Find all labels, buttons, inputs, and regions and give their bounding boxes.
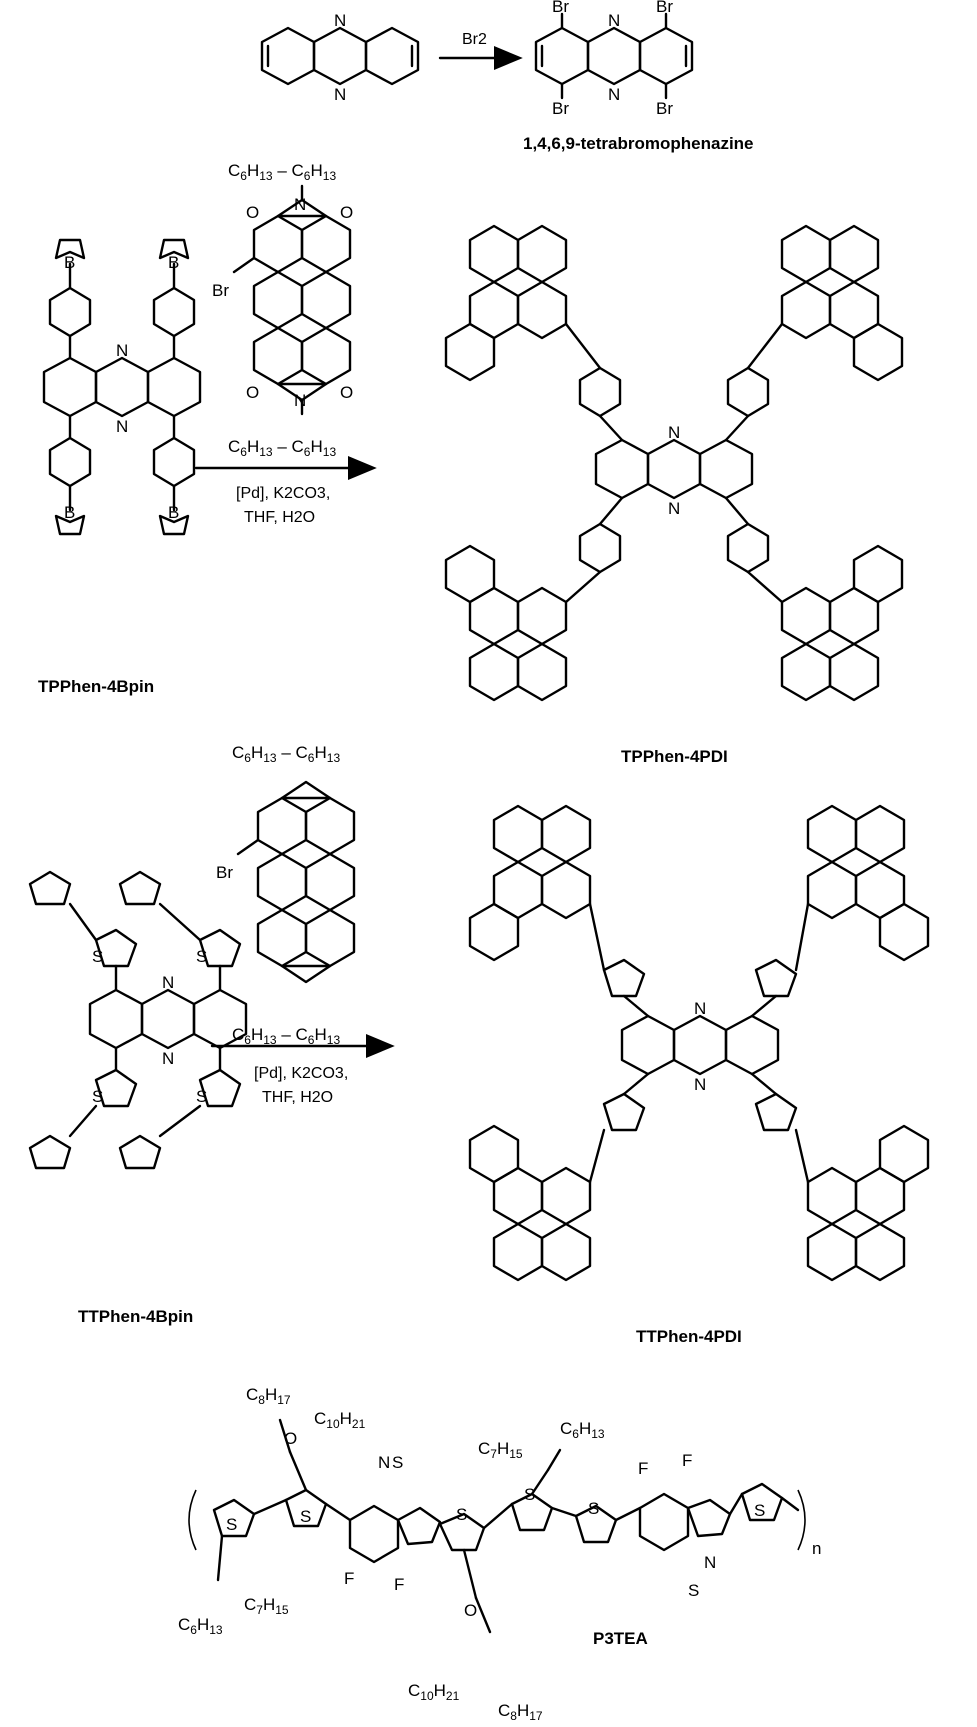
reactant-name-tpphen-4bpin: TPPhen-4Bpin xyxy=(38,677,154,696)
reagent-br2: Br2 xyxy=(462,31,487,48)
br-label-1: Br xyxy=(552,0,569,16)
p3tea-btz-n-2: N xyxy=(704,1553,716,1572)
p3tea-s-2: S xyxy=(300,1507,311,1526)
polymer-name-p3tea: P3TEA xyxy=(593,1629,648,1648)
conditions-3-line-2: THF, H2O xyxy=(262,1089,333,1106)
p3tea-side-chain-c8h17-bottom: C8H17 xyxy=(498,1701,543,1723)
n-label-ttphen-top: N xyxy=(162,973,174,992)
p3tea-repeat-n: n xyxy=(812,1539,821,1558)
br-label-3: Br xyxy=(552,99,569,118)
p3tea-f-4: F xyxy=(682,1451,692,1470)
p3tea-side-chain-c10h21-top: C10H21 xyxy=(314,1409,366,1431)
n-label-tpphen-top: N xyxy=(116,341,128,360)
pdi1-n-top: N xyxy=(294,195,306,214)
pdi1-alkyl-top: C6H13 ‒ C6H13 xyxy=(228,161,336,183)
p3tea-ester-o-bottom: O xyxy=(464,1601,477,1620)
p3tea-polymer xyxy=(188,1418,806,1634)
ttphen-4bpin-molecule xyxy=(28,870,248,1170)
boron-label-1: B xyxy=(64,253,75,272)
p3tea-s-5: S xyxy=(588,1499,599,1518)
pdi1-o-1: O xyxy=(246,203,259,222)
thiophene-s-4: S xyxy=(196,1087,207,1106)
p3tea-side-chain-c10h21-bottom: C10H21 xyxy=(408,1681,460,1703)
boron-label-2: B xyxy=(168,253,179,272)
phenazine-n-bottom: N xyxy=(334,85,346,104)
ttphen-pdi-n-bottom: N xyxy=(694,1075,706,1094)
p3tea-btz-s-2: S xyxy=(688,1581,699,1600)
p3tea-side-chain-c8h17-top: C8H17 xyxy=(246,1385,291,1407)
pdi1-alkyl-bottom: C6H13 ‒ C6H13 xyxy=(228,437,336,459)
phenazine-molecule xyxy=(260,26,420,86)
n-label-top: N xyxy=(608,11,620,30)
pdi2-alkyl-bottom: C6H13 ‒ C6H13 xyxy=(232,1025,340,1047)
p3tea-side-chain-c6h13-top: C6H13 xyxy=(560,1419,605,1441)
tpphen-pdi-n-top: N xyxy=(668,423,680,442)
p3tea-side-chain-c7h15-bottom: C7H15 xyxy=(244,1595,289,1617)
n-label-tpphen-bottom: N xyxy=(116,417,128,436)
p3tea-s-4: S xyxy=(524,1485,535,1504)
ttphen-pdi-n-top: N xyxy=(694,999,706,1018)
p3tea-s-6: S xyxy=(754,1501,765,1520)
p3tea-f-1: F xyxy=(344,1569,354,1588)
p3tea-side-chain-c7h15-top: C7H15 xyxy=(478,1439,523,1461)
pdi-br-reagent-1 xyxy=(232,184,352,416)
boron-label-3: B xyxy=(64,503,75,522)
tpphen-pdi-n-bottom: N xyxy=(668,499,680,518)
tpphen-4bpin-molecule xyxy=(42,238,202,536)
pdi1-o-2: O xyxy=(340,203,353,222)
conditions-2-line-1: [Pd], K2CO3, xyxy=(236,485,330,502)
p3tea-side-chain-c6h13-bottom: C6H13 xyxy=(178,1615,223,1637)
pdi1-o-3: O xyxy=(246,383,259,402)
product-name-ttphen-4pdi: TTPhen-4PDI xyxy=(636,1327,742,1346)
tpphen-4pdi-molecule xyxy=(444,224,904,702)
p3tea-f-2: F xyxy=(394,1575,404,1594)
pdi1-o-4: O xyxy=(340,383,353,402)
phenazine-n-top: N xyxy=(334,11,346,30)
br-label-4: Br xyxy=(656,99,673,118)
thiophene-s-2: S xyxy=(196,947,207,966)
pdi2-br: Br xyxy=(216,863,233,882)
tetrabromophenazine-molecule xyxy=(534,12,694,100)
product-name-tpphen-4pdi: TPPhen-4PDI xyxy=(621,747,728,766)
p3tea-btz-s-1: S xyxy=(392,1453,403,1472)
br-label-2: Br xyxy=(656,0,673,16)
pdi-br-reagent-2 xyxy=(236,780,356,984)
thiophene-s-3: S xyxy=(92,1087,103,1106)
p3tea-ester-o-top: O xyxy=(284,1429,297,1448)
p3tea-s-3: S xyxy=(456,1505,467,1524)
p3tea-s-1: S xyxy=(226,1515,237,1534)
p3tea-f-3: F xyxy=(638,1459,648,1478)
pdi2-alkyl-top: C6H13 ‒ C6H13 xyxy=(232,743,340,765)
conditions-3-line-1: [Pd], K2CO3, xyxy=(254,1065,348,1082)
conditions-2-line-2: THF, H2O xyxy=(244,509,315,526)
pdi1-n-bottom: N xyxy=(294,391,306,410)
ttphen-4pdi-molecule xyxy=(468,804,930,1282)
thiophene-s-1: S xyxy=(92,947,103,966)
pdi1-br: Br xyxy=(212,281,229,300)
reactant-name-ttphen-4bpin: TTPhen-4Bpin xyxy=(78,1307,193,1326)
boron-label-4: B xyxy=(168,503,179,522)
n-label-bottom: N xyxy=(608,85,620,104)
n-label-ttphen-bottom: N xyxy=(162,1049,174,1068)
p3tea-btz-n-1: N xyxy=(378,1453,390,1472)
product-name-tetrabromophenazine: 1,4,6,9-tetrabromophenazine xyxy=(523,134,754,153)
